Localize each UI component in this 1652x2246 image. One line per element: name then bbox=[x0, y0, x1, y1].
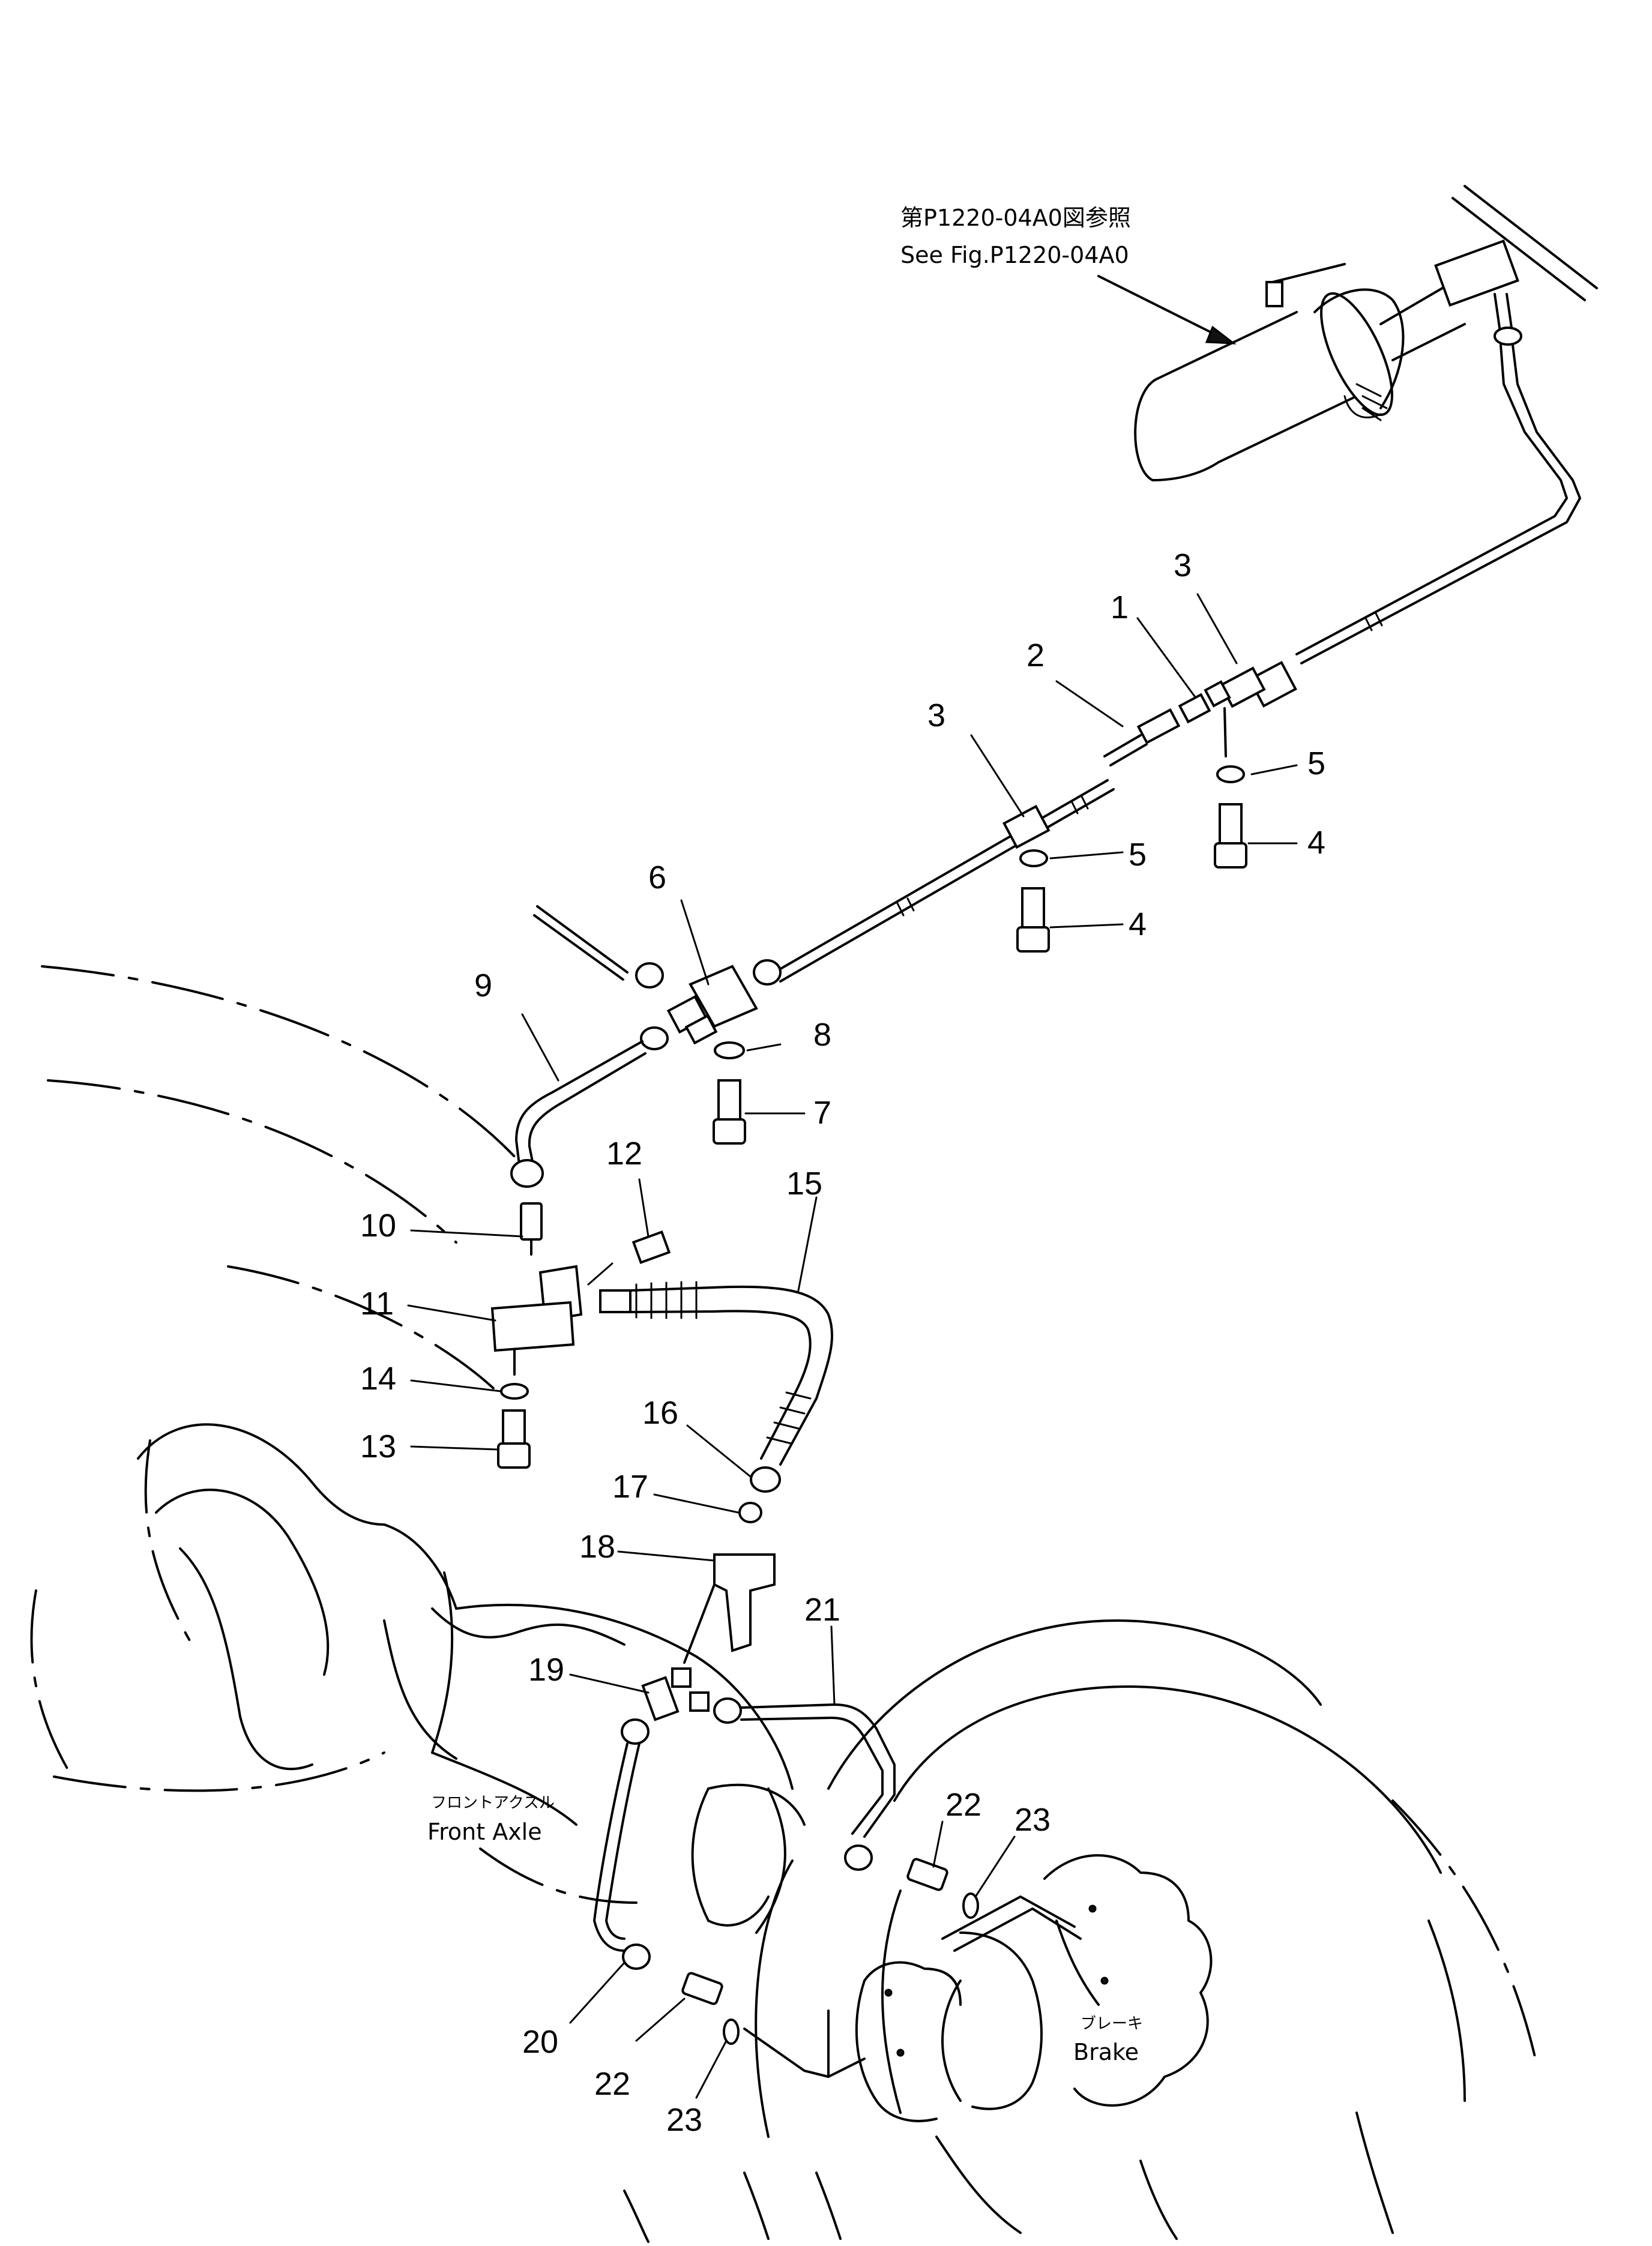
callout-16: 16 bbox=[642, 1395, 678, 1431]
callout-1: 1 bbox=[1111, 589, 1129, 625]
callout-18: 18 bbox=[579, 1529, 615, 1565]
brake-label-en: Brake bbox=[1073, 2039, 1139, 2065]
brake-caliper bbox=[827, 1854, 1213, 2122]
callout-11: 11 bbox=[360, 1286, 394, 1322]
reference-label-en: See Fig.P1220-04A0 bbox=[900, 242, 1129, 268]
callout-10: 10 bbox=[360, 1208, 396, 1244]
bent-pipe-9 bbox=[510, 1026, 669, 1188]
connectors-22-23 bbox=[681, 1858, 979, 2078]
brake-label-jp: ブレーキ bbox=[1081, 2015, 1143, 2033]
callout-4: 4 bbox=[1307, 825, 1325, 861]
callout-4: 4 bbox=[1129, 906, 1147, 942]
callout-3: 3 bbox=[1174, 547, 1192, 583]
clamp-and-fittings-upper bbox=[1002, 661, 1297, 953]
callout-2: 2 bbox=[1026, 637, 1045, 673]
left-tire-outline bbox=[30, 965, 517, 1792]
reference-arrow bbox=[1097, 275, 1237, 345]
callout-12: 12 bbox=[606, 1136, 642, 1172]
hose-15 bbox=[599, 1281, 834, 1523]
tee-fitting-6 bbox=[533, 905, 782, 1145]
callout-21: 21 bbox=[804, 1592, 840, 1628]
block-and-connectors bbox=[490, 1202, 671, 1469]
callout-20: 20 bbox=[522, 2024, 558, 2060]
upper-brake-pipe bbox=[773, 327, 1581, 983]
callout-leaders bbox=[407, 593, 1298, 2099]
callout-13: 13 bbox=[360, 1429, 396, 1465]
front-axle-label-jp: フロントアクスル bbox=[431, 1794, 555, 1812]
callout-19: 19 bbox=[528, 1652, 564, 1688]
callout-8: 8 bbox=[813, 1017, 831, 1053]
callout-9: 9 bbox=[474, 968, 492, 1004]
callout-14: 14 bbox=[360, 1361, 396, 1397]
callout-5: 5 bbox=[1129, 837, 1147, 873]
callout-22: 22 bbox=[945, 1787, 981, 1823]
callout-5: 5 bbox=[1307, 745, 1325, 781]
callout-6: 6 bbox=[648, 860, 666, 896]
tee-fitting-19 bbox=[593, 1667, 896, 1970]
callout-15: 15 bbox=[786, 1166, 822, 1202]
right-tire bbox=[623, 1619, 1538, 2243]
front-axle-label-en: Front Axle bbox=[427, 1819, 542, 1845]
callout-3: 3 bbox=[927, 697, 945, 733]
front-axle-housing bbox=[137, 1423, 806, 1934]
callout-17: 17 bbox=[612, 1469, 648, 1505]
callout-22: 22 bbox=[594, 2066, 630, 2102]
callout-23: 23 bbox=[1014, 1802, 1051, 1838]
reference-label-jp: 第P1220-04A0図参照 bbox=[900, 205, 1131, 231]
bracket-18 bbox=[683, 1553, 776, 1664]
callout-7: 7 bbox=[813, 1095, 831, 1131]
callout-23: 23 bbox=[666, 2102, 702, 2138]
